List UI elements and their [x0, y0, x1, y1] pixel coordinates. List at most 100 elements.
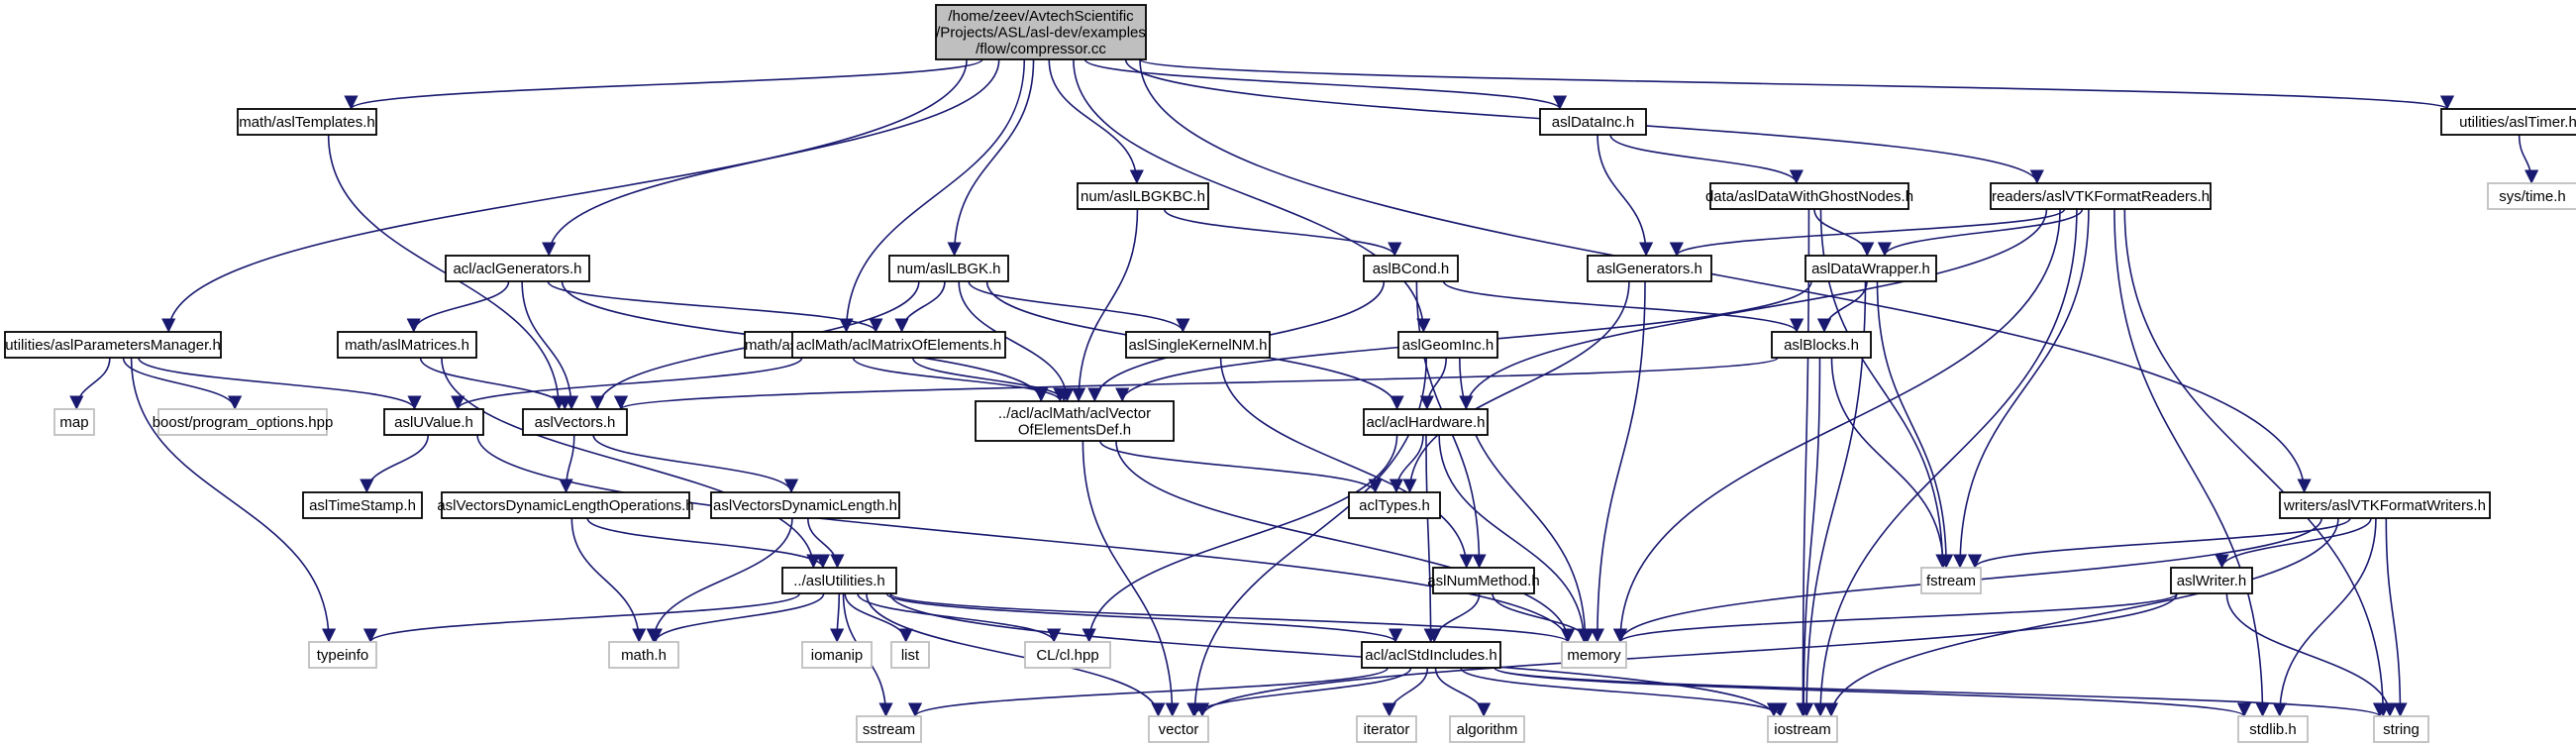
node-uvalue[interactable]: aslUValue.h	[383, 408, 484, 436]
edge-math-matrices-to-utilities	[441, 357, 821, 569]
node-memory[interactable]: memory	[1561, 641, 1627, 669]
node-box	[2440, 108, 2576, 136]
node-box	[1363, 408, 1489, 436]
node-lbgkbc[interactable]: num/aslLBGKBC.h	[1077, 182, 1209, 210]
node-blocks[interactable]: aslBlocks.h	[1771, 331, 1872, 359]
node-acl-types[interactable]: aclTypes.h	[1348, 491, 1441, 519]
node-sys-time[interactable]: sys/time.h	[2487, 182, 2576, 210]
node-params-mgr[interactable]: utilities/aslParametersManager.h	[4, 331, 222, 359]
edge-vtk-readers-to-data-wrapper	[1877, 208, 2084, 257]
node-single-kernel[interactable]: aslSingleKernelNM.h	[1125, 331, 1271, 359]
node-sstream[interactable]: sstream	[856, 715, 922, 743]
edge-acl-generators-to-math-matrices	[406, 280, 510, 333]
node-box	[337, 331, 477, 359]
node-box	[975, 400, 1175, 442]
node-ghost-nodes[interactable]: data/aslDataWithGhostNodes.h	[1705, 182, 1913, 210]
edge-uvalue-to-timestamp	[360, 434, 430, 493]
node-iomanip[interactable]: iomanip	[801, 641, 873, 669]
node-label: math/aslMatrices.h	[345, 337, 469, 354]
edge-params-mgr-to-uvalue	[138, 357, 422, 410]
node-label: num/aslLBGK.h	[896, 261, 1000, 277]
node-boost-po[interactable]: boost/program_options.hpp	[153, 408, 334, 436]
node-vtk-readers[interactable]: readers/aslVTKFormatReaders.h	[1990, 182, 2212, 210]
node-iterator[interactable]: iterator	[1356, 715, 1417, 743]
edge-vectors-to-vec-dyn-ops	[559, 434, 575, 493]
node-label: ../aslUtilities.h	[793, 573, 885, 589]
node-matrix-elems[interactable]: aclMath/aclMatrixOfElements.h	[791, 331, 1006, 359]
node-label: boost/program_options.hpp	[153, 414, 334, 431]
node-label: aclMath/aclMatrixOfElements.h	[796, 337, 1002, 354]
edge-vec-dyn-len-to-math-h	[646, 517, 793, 643]
edge-vtk-readers-to-acl-hardware	[1459, 208, 2048, 410]
edge-main-to-timer	[1139, 58, 2454, 110]
node-box	[1363, 255, 1459, 282]
node-std-includes[interactable]: acl/aclStdIncludes.h	[1361, 641, 1501, 669]
edge-acl-generators-to-matrix-elems	[547, 280, 883, 333]
edge-std-includes-to-iterator	[1382, 667, 1429, 717]
node-num-method[interactable]: aslNumMethod.h	[1427, 567, 1540, 594]
node-iostream[interactable]: iostream	[1767, 715, 1838, 743]
node-lbgk[interactable]: num/aslLBGK.h	[888, 255, 1009, 282]
node-vtk-writers[interactable]: writers/aslVTKFormatWriters.h	[2279, 491, 2491, 519]
node-acl-hardware[interactable]: acl/aclHardware.h	[1363, 408, 1489, 436]
node-stdlib[interactable]: stdlib.h	[2237, 715, 2309, 743]
node-string[interactable]: string	[2373, 715, 2429, 743]
edge-vec-dyn-len-to-utilities	[806, 517, 845, 569]
edge-lbgk-to-single-kernel	[968, 280, 1190, 333]
node-geominc[interactable]: aslGeomInc.h	[1397, 331, 1498, 359]
node-fstream[interactable]: fstream	[1920, 567, 1982, 594]
node-data-wrapper[interactable]: aslDataWrapper.h	[1804, 255, 1937, 282]
node-box	[1348, 491, 1441, 519]
node-box	[1397, 331, 1498, 359]
node-acl-generators[interactable]: acl/aclGenerators.h	[445, 255, 590, 282]
node-main[interactable]: /home/zeev/AvtechScientific/Projects/ASL…	[935, 4, 1147, 60]
edge-utilities-to-typeinfo	[363, 592, 801, 643]
node-box	[237, 108, 377, 136]
edge-num-method-to-memory	[1492, 592, 1595, 643]
node-label: aslGeomInc.h	[1402, 337, 1494, 354]
edge-data-wrapper-to-fstream	[1876, 280, 1954, 569]
node-cl-hpp[interactable]: CL/cl.hpp	[1024, 641, 1111, 669]
node-typeinfo[interactable]: typeinfo	[308, 641, 377, 669]
node-math-h[interactable]: math.h	[608, 641, 679, 669]
node-label: /home/zeev/AvtechScientific	[948, 8, 1134, 25]
edge-vtk-readers-to-generators	[1669, 208, 2066, 257]
node-utilities[interactable]: ../aslUtilities.h	[781, 567, 897, 594]
node-bcond[interactable]: aslBCond.h	[1363, 255, 1459, 282]
node-list[interactable]: list	[890, 641, 930, 669]
edge-vtk-readers-to-iostream	[1812, 208, 2078, 717]
edge-single-kernel-to-num-method	[1219, 357, 1474, 569]
node-box	[445, 255, 590, 282]
node-algorithm[interactable]: algorithm	[1449, 715, 1525, 743]
edge-ghost-nodes-to-data-wrapper	[1813, 208, 1875, 257]
edge-std-includes-to-iostream	[1460, 667, 1788, 717]
node-timestamp[interactable]: aslTimeStamp.h	[302, 491, 423, 519]
node-label: aslBlocks.h	[1784, 337, 1859, 354]
edge-data-wrapper-to-iostream	[1799, 280, 1867, 717]
node-box	[2237, 715, 2309, 743]
edge-vec-dyn-ops-to-utilities	[586, 517, 830, 569]
node-box	[791, 331, 1006, 359]
node-box	[383, 408, 484, 436]
edge-blocks-to-fstream	[1830, 357, 1951, 569]
node-vec-dyn-len[interactable]: aslVectorsDynamicLength.h	[710, 491, 900, 519]
node-label: aslGenerators.h	[1597, 261, 1702, 277]
node-vector[interactable]: vector	[1148, 715, 1209, 743]
node-vectors[interactable]: aslVectors.h	[522, 408, 628, 436]
node-writer[interactable]: aslWriter.h	[2170, 567, 2253, 594]
edge-uvalue-to-memory	[476, 434, 1576, 643]
node-box	[856, 715, 922, 743]
node-box	[1920, 567, 1982, 594]
node-vec-dyn-ops[interactable]: aslVectorsDynamicLengthOperations.h	[437, 491, 694, 519]
edge-matrix-elems-to-vector-def	[911, 357, 1072, 402]
edge-vtk-writers-to-iostream	[1823, 517, 2339, 717]
node-math-templates[interactable]: math/aslTemplates.h	[237, 108, 377, 136]
node-generators[interactable]: aslGenerators.h	[1587, 255, 1712, 282]
node-datainc[interactable]: aslDataInc.h	[1539, 108, 1647, 136]
node-label: OfElementsDef.h	[1018, 421, 1131, 438]
node-math-matrices[interactable]: math/aslMatrices.h	[337, 331, 477, 359]
node-timer[interactable]: utilities/aslTimer.h	[2440, 108, 2576, 136]
edge-vtk-readers-to-memory	[1612, 208, 2061, 643]
node-map[interactable]: map	[53, 408, 95, 436]
